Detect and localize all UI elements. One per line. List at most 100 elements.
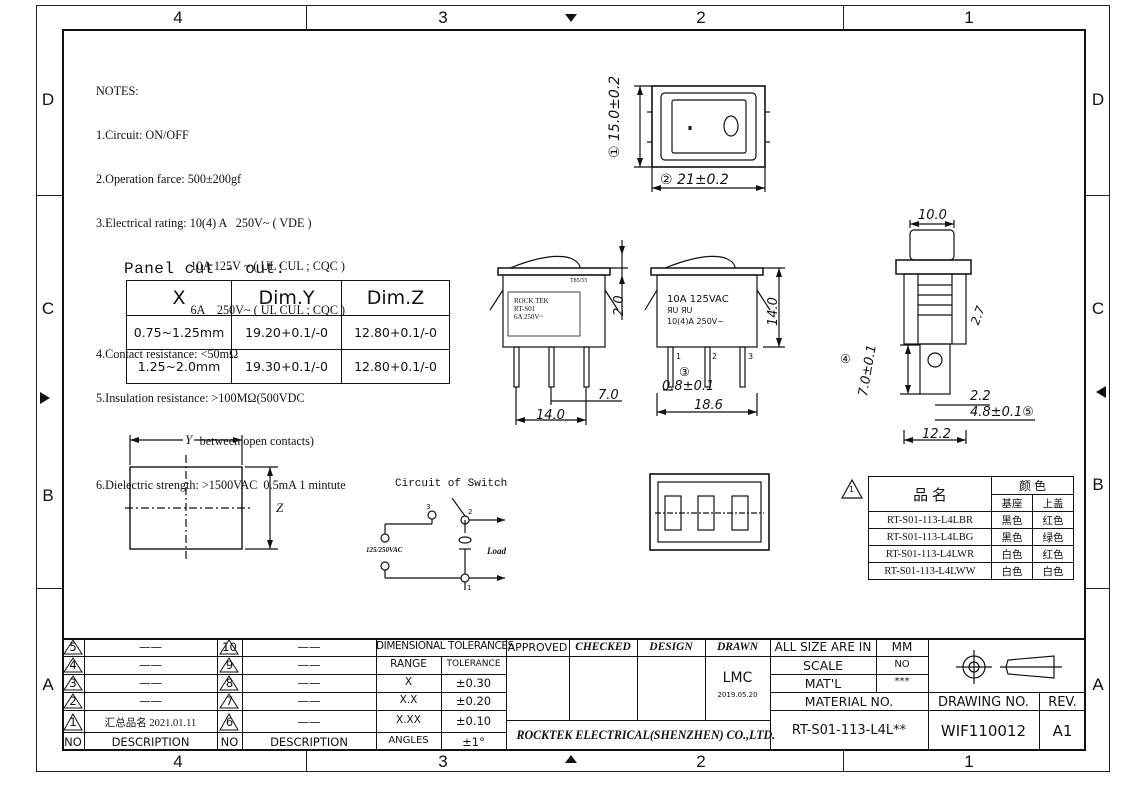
zone-row-label: C [1091,299,1105,318]
dim-08-label: 0.8±0.1 [662,379,715,394]
cut-z-label: Z [276,500,284,515]
dim-value: 15.0±0.2 [607,75,623,141]
dim-122-label: 12.2 [922,427,951,442]
rev-desc-header: DESCRIPTION [270,735,348,749]
bottom-view [649,473,770,551]
dim-14-label: 14.0 [536,408,565,423]
dim-height-label: ① 15.0±0.2 [607,76,623,158]
panel-cutout-drawing [125,435,278,560]
zone-col-label: 1 [964,752,974,771]
zone-col-label: 4 [173,752,183,771]
panel-cut-header: Dim.Z [341,280,450,316]
rev-no: 9 [225,658,234,672]
color-table-cell: 红色 [1032,545,1074,563]
rev-no-header: NO [220,735,239,749]
circuit-pin: 1 [467,584,472,592]
switch-right-marking: 10A 125VAC ЯU ЯU 10(4)A 250V~ [667,294,729,327]
title-block: 5 —— 10 —— 4 —— 9 —— 3 —— 8 —— 2 —— 7 ——… [62,638,1086,751]
tol-value: ±0.20 [455,694,492,708]
color-table-cell: 黑色 [991,528,1033,546]
dim-value: 4.8±0.1 [970,405,1023,420]
rev-desc: —— [139,676,162,690]
rev-triangles [63,639,239,731]
zone-tick [36,195,62,196]
tol-value: ±0.10 [455,714,492,728]
rev-desc: —— [139,640,162,654]
scale-label: SCALE [802,658,844,673]
circuit-load: Load [487,546,506,556]
drawn-by: LMC [722,670,753,686]
rev-no: 7 [225,694,234,708]
tol-value: TOLERANCE [446,659,501,669]
rev-value: A1 [1052,722,1073,740]
circuit-pin: 3 [426,503,431,511]
tol-label: X [404,676,413,688]
zone-row-label: B [42,486,54,505]
zone-tick [843,751,844,772]
dim-7-label: 7.0 [598,388,619,403]
dim-22-label: 2.2 [970,389,991,404]
drawing-frame-outer [36,5,1110,772]
drawing-no-label: DRAWING NO. [938,695,1029,710]
panel-cut-cell: 0.75~1.25mm [126,315,232,350]
notes-line: between open contacts) [96,434,314,449]
zone-col-label: 2 [696,8,706,27]
color-table-cell: RT-S01-113-L4LBR [868,511,992,529]
dim-tolerances-header: DIMENSIONAL TOLERANCES [376,640,514,652]
tol-label: X.XX [396,714,421,726]
circle-marker: ① [607,145,623,158]
zone-col-label: 4 [173,8,183,27]
color-table-subheader: 基座 [991,494,1033,512]
company-name: ROCKTEK ELECTRICAL(SHENZHEN) CO.,LTD. [516,727,776,742]
notes-line: 3.Electrical rating: 10(4) A 250V~ ( VDE… [96,215,312,230]
tol-label: X.X [399,694,418,706]
checked-label: CHECKED [575,641,631,653]
marking-line: RT-S01 [514,305,536,313]
rev-no: 5 [69,640,77,654]
dim-186-label: 18.6 [694,398,723,413]
notes-line: 2.Operation farce: 500±200gf [96,171,242,186]
triangle-marker: 1 [849,485,855,494]
circle-marker: ⑤ [1022,405,1034,420]
top-view-switch [634,85,770,192]
panel-cut-cell: 19.30+0.1/-0 [231,349,342,384]
rev-no: 6 [225,715,234,729]
zone-col-label: 2 [696,752,706,771]
circle-marker: ② [660,172,673,188]
marking-line: 10A 125VAC [667,294,729,305]
panel-cut-table: X Dim.Y Dim.Z 0.75~1.25mm 19.20+0.1/-0 1… [126,280,450,384]
color-table-cell: 白色 [1032,562,1074,580]
dim-2-label: 2.0 [612,295,627,316]
rev-desc-header: DESCRIPTION [111,735,190,749]
zone-tick [1086,588,1110,589]
material-no-label: MATERIAL NO. [804,694,894,709]
scale-value: NO [894,659,910,670]
rev-no: 4 [69,658,77,672]
rev-desc: —— [297,715,321,729]
end-view [895,220,1035,444]
drawn-date: 2019.05.20 [717,691,758,699]
rev-no: 8 [225,676,234,690]
circuit-pin: 2 [468,508,473,516]
zone-col-label: 3 [438,8,448,27]
revision-triangle [840,478,864,499]
color-table-cell: RT-S01-113-L4LWR [868,545,992,563]
notes-heading: NOTES: [96,84,139,99]
marking-line: 6A 250V~ [514,313,544,321]
rev-desc: —— [139,694,162,708]
material-label: MAT'L [804,676,842,691]
color-table-header: 品 名 [868,476,992,512]
drawing-frame-inner [62,29,1086,751]
color-table-cell: 绿色 [1032,528,1074,546]
notes-line: 6.Dielectric strength: >1500VAC 0.5mA 1 … [96,478,346,493]
design-label: DESIGN [649,641,693,653]
marking-line: ЯU ЯU [667,306,693,315]
panel-cut-cell: 12.80+0.1/-0 [341,349,450,384]
circle-marker: ④ [840,352,851,366]
dim-48-label: 4.8±0.1⑤ [970,405,1034,420]
switch-left-temp: T85/55 [570,278,588,284]
circuit-diagram [380,497,505,590]
